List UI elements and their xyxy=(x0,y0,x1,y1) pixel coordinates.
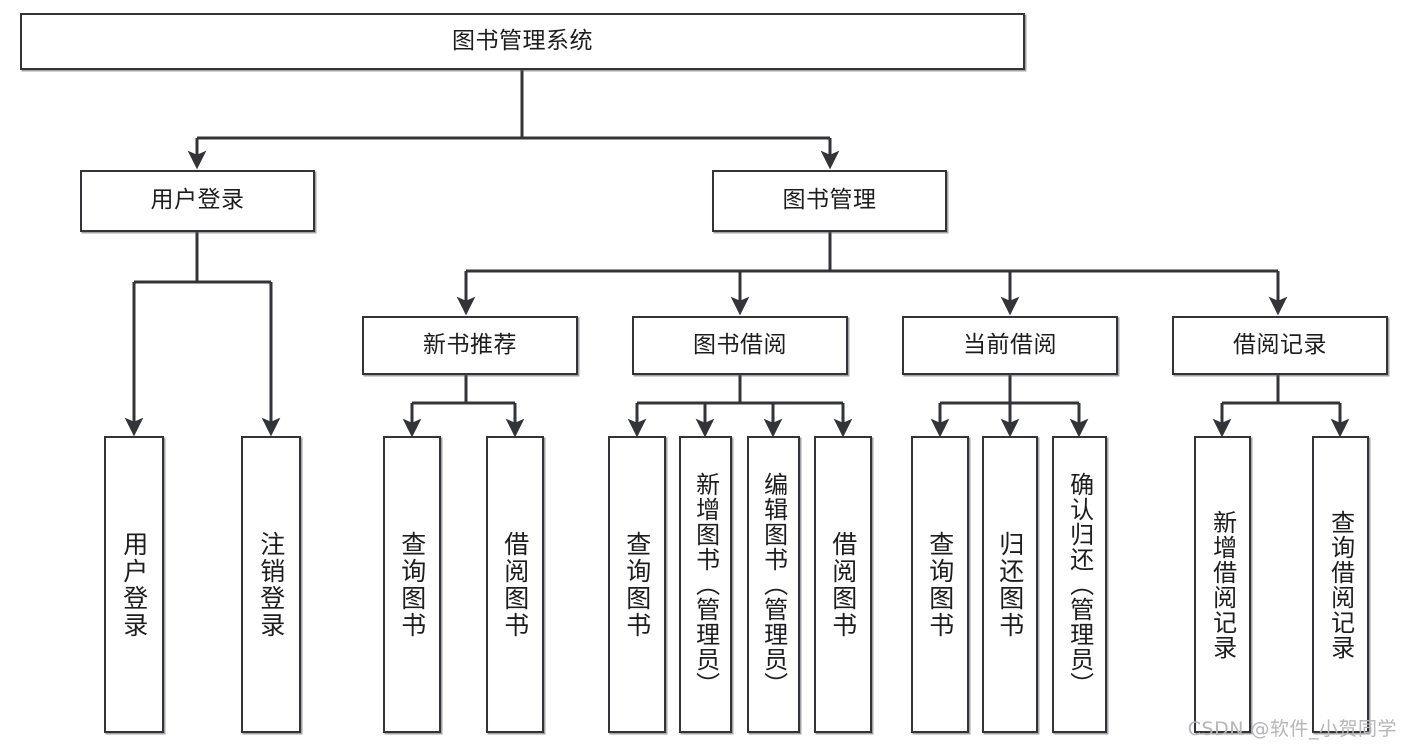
leaf-logout-login[interactable]: 注销登录 xyxy=(241,436,301,733)
leaf-query-book-current[interactable]: 查询图书 xyxy=(911,436,969,733)
leaf-query-borrow-record[interactable]: 查询借阅记录 xyxy=(1312,436,1369,733)
node-current-borrow[interactable]: 当前借阅 xyxy=(902,316,1118,375)
leaf-add-borrow-record[interactable]: 新增借阅记录 xyxy=(1194,436,1251,733)
leaf-user-login[interactable]: 用户登录 xyxy=(104,436,164,733)
node-label: 用户登录 xyxy=(150,187,245,214)
leaf-confirm-return-admin[interactable]: 确认归还（管理员） xyxy=(1052,436,1107,733)
node-user-login[interactable]: 用户登录 xyxy=(80,170,315,232)
node-label: 新书推荐 xyxy=(423,331,517,358)
node-label: 借阅图书 xyxy=(500,530,530,639)
leaf-return-book[interactable]: 归还图书 xyxy=(982,436,1038,733)
node-book-borrow[interactable]: 图书借阅 xyxy=(632,316,848,375)
node-borrow-record[interactable]: 借阅记录 xyxy=(1172,316,1388,375)
node-label: 当前借阅 xyxy=(963,331,1057,358)
leaf-borrow-book-borrow[interactable]: 借阅图书 xyxy=(814,436,872,733)
node-label: 注销登录 xyxy=(256,530,286,639)
node-label: 查询图书 xyxy=(622,530,652,639)
node-label: 借阅记录 xyxy=(1233,331,1327,358)
node-label: 图书借阅 xyxy=(693,331,787,358)
node-label: 查询图书 xyxy=(397,530,427,639)
node-root-book-management-system[interactable]: 图书管理系统 xyxy=(20,13,1025,70)
node-label: 确认归还（管理员） xyxy=(1065,472,1094,697)
node-label: 用户登录 xyxy=(119,530,149,639)
leaf-edit-book-admin[interactable]: 编辑图书（管理员） xyxy=(747,436,800,733)
node-label: 图书管理系统 xyxy=(452,27,593,54)
node-new-book-recommend[interactable]: 新书推荐 xyxy=(362,316,578,375)
leaf-borrow-book-recommend[interactable]: 借阅图书 xyxy=(486,436,544,733)
node-label: 归还图书 xyxy=(995,530,1025,639)
leaf-query-book-recommend[interactable]: 查询图书 xyxy=(383,436,441,733)
leaf-add-book-admin[interactable]: 新增图书（管理员） xyxy=(679,436,732,733)
leaf-query-book-borrow[interactable]: 查询图书 xyxy=(608,436,666,733)
node-label: 新增借阅记录 xyxy=(1208,509,1237,660)
node-label: 编辑图书（管理员） xyxy=(759,472,788,697)
node-book-management[interactable]: 图书管理 xyxy=(712,170,947,232)
node-label: 借阅图书 xyxy=(828,530,858,639)
node-label: 图书管理 xyxy=(782,187,877,214)
node-label: 新增图书（管理员） xyxy=(691,472,720,697)
node-label: 查询借阅记录 xyxy=(1326,509,1355,660)
node-label: 查询图书 xyxy=(925,530,955,639)
